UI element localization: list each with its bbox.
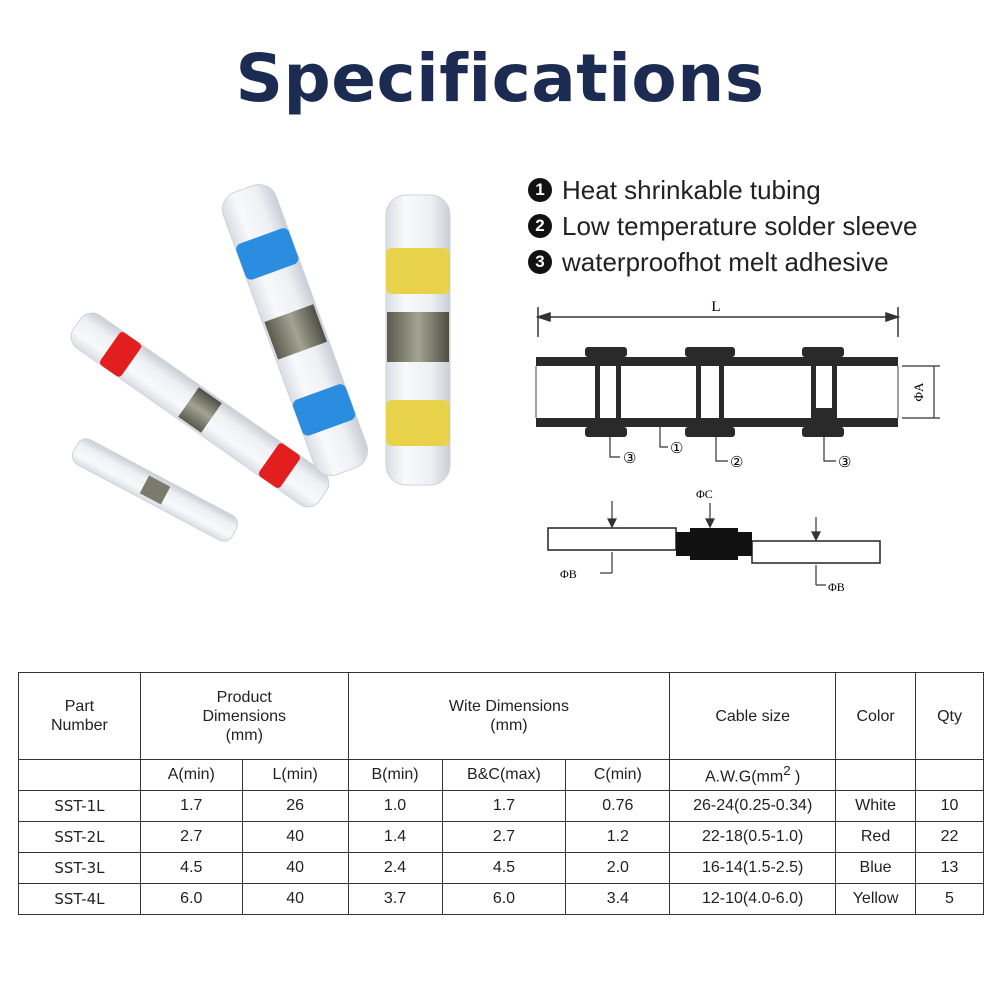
diameter-b-label: ΦB: [828, 580, 845, 594]
table-row: SST-3L 4.5 40 2.4 4.5 2.0 16-14(1.5-2.5)…: [18, 852, 984, 884]
wire-dimensions-header: Wite Dimensions (mm): [347, 672, 671, 760]
solder-band: [264, 304, 327, 360]
color-header: Color: [835, 672, 917, 760]
table-header-row: Part Number Product Dimensions (mm) Wite…: [18, 672, 984, 760]
color-cell: Yellow: [835, 883, 917, 915]
bc-max-cell: 6.0: [441, 883, 567, 915]
part-number-header: Part Number: [18, 672, 141, 760]
c-min-cell: 1.2: [565, 821, 671, 853]
qty-cell: 5: [915, 883, 984, 915]
legend-text: waterproofhot melt adhesive: [562, 246, 889, 277]
cable-size-cell: 12-10(4.0-6.0): [669, 883, 837, 915]
l-min-header: L(min): [241, 759, 349, 791]
diameter-a-label: ΦA: [911, 382, 926, 402]
empty-cell: [18, 759, 141, 791]
callout-3: ③: [623, 451, 636, 467]
diameter-b-label: ΦB: [560, 567, 577, 581]
b-min-header: B(min): [347, 759, 443, 791]
legend-item: 1 Heat shrinkable tubing: [528, 172, 968, 208]
qty-cell: 13: [915, 852, 984, 884]
l-min-cell: 40: [241, 883, 349, 915]
a-min-cell: 1.7: [139, 790, 243, 822]
callout-1: ①: [670, 441, 683, 457]
table-row: SST-4L 6.0 40 3.7 6.0 3.4 12-10(4.0-6.0)…: [18, 883, 984, 915]
connector-yellow: [385, 194, 451, 486]
c-min-cell: 3.4: [565, 883, 671, 915]
blue-band: [292, 384, 356, 436]
part-number-cell: SST-4L: [18, 883, 141, 915]
color-cell: Red: [835, 821, 917, 853]
solder-band: [178, 387, 222, 433]
legend-text: Low temperature solder sleeve: [562, 210, 918, 241]
yellow-band: [386, 400, 450, 446]
legend-text: Heat shrinkable tubing: [562, 174, 821, 205]
part-number-cell: SST-3L: [18, 852, 141, 884]
blue-band: [236, 228, 299, 280]
c-min-cell: 2.0: [565, 852, 671, 884]
bc-max-header: B&C(max): [441, 759, 567, 791]
qty-header: Qty: [915, 672, 984, 760]
cable-size-cell: 16-14(1.5-2.5): [669, 852, 837, 884]
empty-cell: [915, 759, 984, 791]
length-dimension: [535, 307, 901, 337]
part-number-cell: SST-1L: [18, 790, 141, 822]
connector-white: [71, 438, 239, 542]
specifications-table: Part Number Product Dimensions (mm) Wite…: [18, 672, 984, 915]
color-cell: Blue: [835, 852, 917, 884]
cable-size-cell: 26-24(0.25-0.34): [669, 790, 837, 822]
solder-band: [139, 475, 171, 505]
table-row: SST-1L 1.7 26 1.0 1.7 0.76 26-24(0.25-0.…: [18, 790, 984, 822]
solder-band: [387, 312, 449, 362]
number-badge: 2: [528, 214, 552, 238]
l-min-cell: 26: [241, 790, 349, 822]
red-band: [258, 443, 301, 488]
a-min-cell: 2.7: [139, 821, 243, 853]
diameter-a-dimension: [902, 365, 940, 419]
diameter-c-label: ΦC: [696, 487, 713, 501]
yellow-band: [386, 248, 450, 294]
cable-size-header: Cable size: [669, 672, 837, 760]
c-min-header: C(min): [565, 759, 671, 791]
wire-section: [547, 527, 881, 564]
qty-cell: 22: [915, 821, 984, 853]
l-min-cell: 40: [241, 821, 349, 853]
legend-item: 3 waterproofhot melt adhesive: [528, 244, 968, 280]
a-min-cell: 4.5: [139, 852, 243, 884]
a-min-header: A(min): [139, 759, 243, 791]
c-min-cell: 0.76: [565, 790, 671, 822]
b-min-cell: 1.4: [347, 821, 443, 853]
table-row: SST-2L 2.7 40 1.4 2.7 1.2 22-18(0.5-1.0)…: [18, 821, 984, 853]
cable-size-cell: 22-18(0.5-1.0): [669, 821, 837, 853]
awg-header: A.W.G(mm2 ): [669, 759, 837, 791]
bc-max-cell: 1.7: [441, 790, 567, 822]
red-band: [99, 332, 142, 377]
color-cell: White: [835, 790, 917, 822]
product-dimensions-header: Product Dimensions (mm): [139, 672, 349, 760]
component-legend: 1 Heat shrinkable tubing 2 Low temperatu…: [528, 172, 968, 280]
qty-cell: 10: [915, 790, 984, 822]
number-badge: 3: [528, 250, 552, 274]
a-min-cell: 6.0: [139, 883, 243, 915]
b-min-cell: 2.4: [347, 852, 443, 884]
l-min-cell: 40: [241, 852, 349, 884]
connector-blue: [221, 184, 369, 476]
legend-item: 2 Low temperature solder sleeve: [528, 208, 968, 244]
empty-cell: [835, 759, 917, 791]
length-label: L: [711, 299, 720, 315]
callout-2: ②: [730, 455, 743, 471]
b-min-cell: 3.7: [347, 883, 443, 915]
technical-diagram: L ΦA ③ ① ② ③: [535, 299, 940, 594]
part-number-cell: SST-2L: [18, 821, 141, 853]
b-min-cell: 1.0: [347, 790, 443, 822]
table-subheader-row: A(min) L(min) B(min) B&C(max) C(min) A.W…: [18, 759, 984, 791]
bc-max-cell: 2.7: [441, 821, 567, 853]
number-badge: 1: [528, 178, 552, 202]
callout-3: ③: [838, 455, 851, 471]
product-photo: [70, 184, 451, 542]
bc-max-cell: 4.5: [441, 852, 567, 884]
page-title: Specifications: [235, 40, 765, 117]
connector-red: [70, 312, 330, 508]
tube-section: [536, 347, 898, 437]
